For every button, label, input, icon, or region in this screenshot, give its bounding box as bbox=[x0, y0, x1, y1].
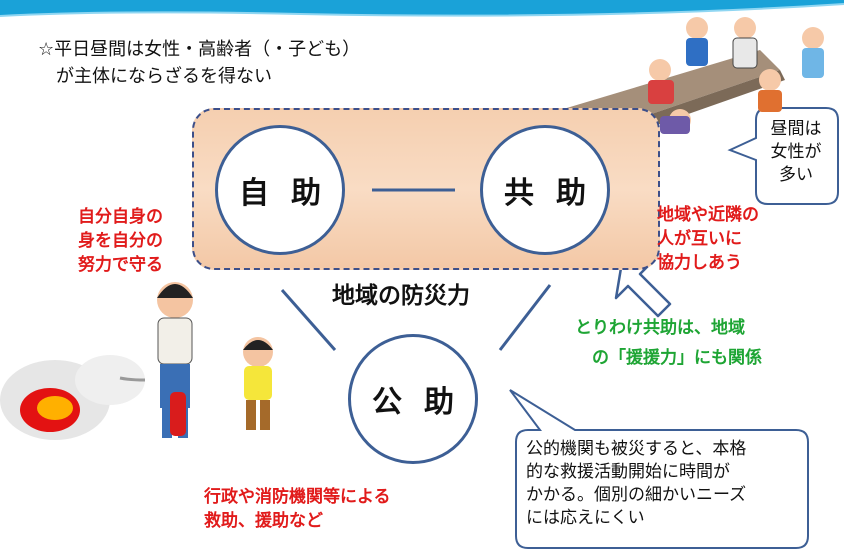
mutual-help-circle: 共助 bbox=[480, 125, 610, 255]
top-decorative-band bbox=[0, 0, 844, 17]
self-help-description: 自分自身の 身を自分の 努力で守る bbox=[78, 207, 163, 275]
public-limits-speech-bubble bbox=[509, 389, 809, 549]
daytime-bubble-text: 昼間は 女性が 多い bbox=[770, 119, 822, 185]
weekday-daytime-note: ☆平日昼間は女性・高齢者（・子ども） が主体にならざるを得ない bbox=[38, 39, 361, 87]
daytime-speech-bubble bbox=[727, 107, 839, 205]
mutual-help-label: 共助 bbox=[504, 176, 608, 211]
community-disaster-power-label: 地域の防災力 bbox=[332, 283, 470, 309]
public-help-label: 公助 bbox=[372, 385, 476, 420]
self-public-connector bbox=[280, 289, 337, 351]
public-help-circle: 公助 bbox=[348, 334, 478, 464]
fire-extinguisher-family-illustration bbox=[0, 282, 273, 440]
mutual-support-note: とりわけ共助は、地域 の「援援力」にも関係 bbox=[575, 318, 762, 368]
mutual-public-connector bbox=[498, 284, 552, 351]
self-help-label: 自助 bbox=[239, 176, 343, 211]
self-help-circle: 自助 bbox=[215, 125, 345, 255]
public-limits-bubble-text: 公的機関も被災すると、本格 的な救援活動開始に時間が かかる。個別の細かいニーズ… bbox=[526, 439, 747, 528]
mutual-help-description: 地域や近隣の 人が互いに 協力しあう bbox=[657, 205, 759, 273]
public-help-description: 行政や消防機関等による 救助、援助など bbox=[204, 487, 391, 531]
